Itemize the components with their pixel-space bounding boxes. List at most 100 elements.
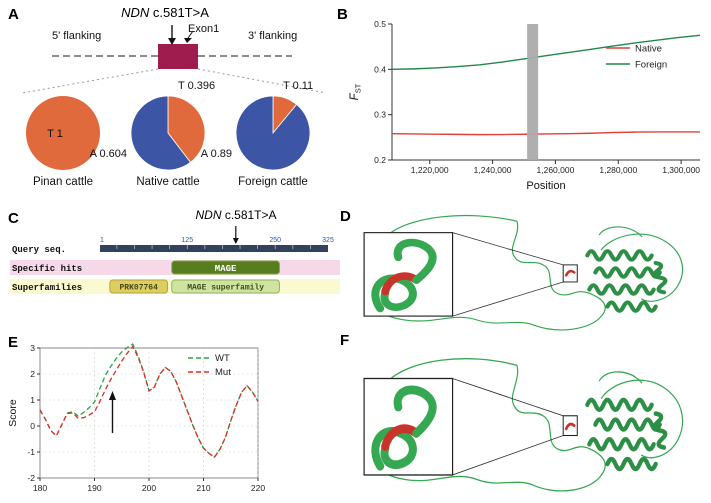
alpha-helix: [652, 411, 668, 450]
inset-connector-bottom: [452, 281, 564, 317]
gene-name: NDN: [121, 5, 150, 20]
loop-ribbon: [511, 220, 590, 296]
x-tick-label: 210: [196, 483, 210, 493]
pie-label-T: T 0.396: [178, 80, 215, 92]
alpha-helix: [585, 397, 654, 412]
mutation-site-mark: [564, 269, 576, 277]
pie-caption-native: Native cattle: [136, 176, 200, 188]
pie-0: [26, 96, 100, 170]
alpha-helix: [652, 261, 668, 295]
inset-helix-green: [371, 274, 417, 313]
legend-label-WT: WT: [215, 353, 230, 364]
zoom-line-right: [197, 68, 327, 94]
y-tick-label: -2: [27, 473, 35, 483]
inset-helix-green: [393, 238, 437, 284]
loop-ribbon: [511, 364, 590, 452]
pie-2-slice-A: [235, 95, 311, 171]
ruler-number: 250: [269, 237, 281, 244]
mutation-site-mark: [564, 422, 576, 431]
exon1-pointer: [187, 30, 194, 39]
y-axis-title: FST: [349, 83, 363, 100]
flank3-label: 3' flanking: [248, 30, 298, 42]
legend-label-Mut: Mut: [215, 367, 231, 378]
annotation-arrowhead: [108, 391, 116, 400]
panel-a-mutation-title: NDN c.581T>A: [80, 5, 250, 20]
zoom-line-left: [21, 68, 159, 94]
ruler-number: 325: [322, 237, 334, 244]
x-tick-label: 180: [33, 483, 47, 493]
pie-label-A: A 0.89: [201, 148, 232, 160]
x-axis-title: Position: [526, 180, 565, 192]
y-tick-label: 0.2: [374, 155, 386, 165]
x-tick-label: 200: [142, 483, 156, 493]
alpha-helix: [587, 283, 656, 296]
panel-label-a: A: [8, 6, 19, 23]
legend-label-Native: Native: [635, 44, 662, 55]
x-tick-label: 1,280,000: [599, 165, 637, 175]
domain-box-superfamily: [171, 279, 280, 294]
alpha-helix: [587, 437, 656, 452]
panel-d-structure: [363, 214, 684, 331]
mutation-notation: c.581T>A: [221, 208, 277, 222]
x-tick-label: 190: [87, 483, 101, 493]
x-tick-label: 1,220,000: [411, 165, 449, 175]
mutation-arrowhead: [168, 38, 176, 45]
ruler-number: 125: [181, 237, 193, 244]
pie-caption-foreign: Foreign cattle: [238, 176, 308, 188]
panel-label-c: C: [8, 210, 19, 227]
y-tick-label: 0.5: [374, 19, 386, 29]
y-axis-title: Score: [7, 399, 19, 427]
pie-caption-pinan: Pinan cattle: [32, 176, 94, 188]
domain-label: MAGE superfamily: [187, 284, 264, 293]
domain-label: PRK07764: [120, 284, 159, 293]
zoom-target-box: [562, 415, 578, 437]
series-Native: [391, 131, 701, 136]
exon1-pointer-head: [184, 38, 192, 43]
inset-connector-bottom: [452, 435, 564, 476]
loop-ribbon: [600, 379, 684, 459]
alpha-helix: [605, 456, 658, 472]
exon1-label: Exon1: [188, 23, 220, 35]
x-tick-label: 1,240,000: [474, 165, 512, 175]
domain-label: MAGE: [215, 264, 237, 274]
x-tick-label: 1,300,000: [662, 165, 700, 175]
panel-c-mutation-title: NDN c.581T>A: [156, 208, 316, 222]
row-label-specific-hits: Specific hits: [12, 264, 82, 274]
loop-ribbon: [600, 233, 684, 302]
inset-connector-top: [452, 232, 564, 266]
panel-label-f: F: [340, 332, 350, 349]
row-label-query-seq: Query seq.: [12, 245, 66, 255]
flank5-label: 5' flanking: [52, 30, 102, 42]
ruler-number: 1: [100, 237, 104, 244]
inset-connector-top: [452, 378, 564, 417]
legend-label-Foreign: Foreign: [635, 60, 667, 71]
pie-1-slice-A: [130, 95, 192, 171]
exon1-box: [158, 44, 198, 69]
inset-helix-green: [393, 385, 437, 438]
alpha-helix: [593, 417, 662, 432]
loop-ribbon: [598, 226, 643, 238]
x-tick-label: 1,260,000: [537, 165, 575, 175]
series-Mut: [39, 345, 259, 459]
y-tick-label: 0: [30, 421, 35, 431]
panel-label-b: B: [337, 6, 348, 23]
gene-name: NDN: [195, 208, 222, 222]
y-tick-label: -1: [27, 447, 35, 457]
y-tick-label: 1: [30, 395, 35, 405]
mutation-arrowhead: [232, 238, 239, 244]
panel-label-e: E: [8, 334, 19, 351]
alpha-helix: [585, 249, 654, 262]
pie-1-slice-T: [167, 95, 206, 163]
highlight-band: [527, 24, 539, 160]
pie-inner-label: T 1: [47, 128, 63, 140]
query-ruler: [100, 245, 328, 252]
y-tick-label: 2: [30, 369, 35, 379]
inset-helix-green: [371, 426, 417, 471]
pie-label-T: T 0.11: [283, 80, 313, 92]
y-tick-label: 0.4: [374, 64, 386, 74]
mutation-notation: c.581T>A: [149, 5, 209, 20]
